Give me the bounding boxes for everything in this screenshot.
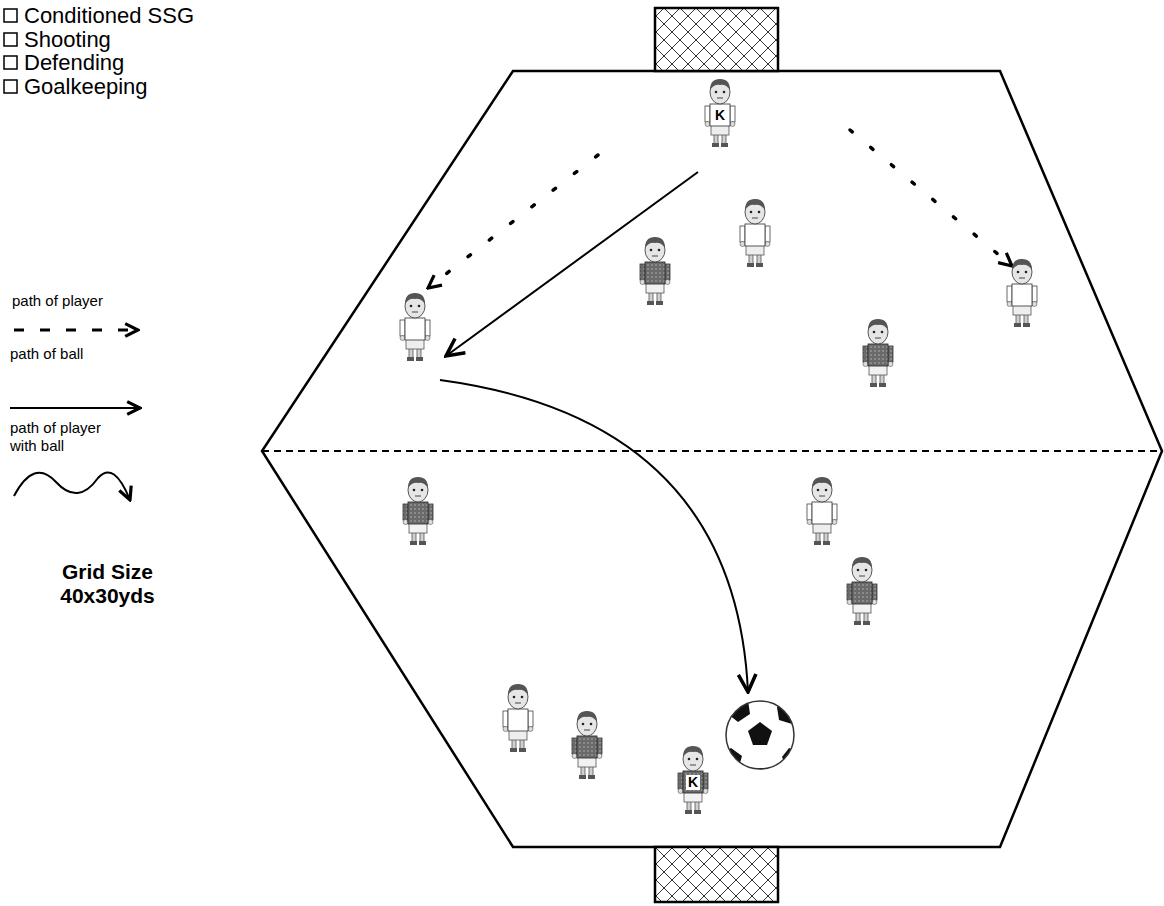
goalkeeper (678, 746, 708, 814)
drill-type: Shooting (24, 28, 111, 52)
drill-type: Goalkeeping (24, 75, 148, 99)
legend-ball-path-sample (10, 407, 140, 409)
legend-label: path of ball (10, 345, 83, 363)
legend-label: path of player (12, 292, 103, 310)
halfway-line (262, 450, 1162, 452)
grid-size: Grid Size 40x30yds (45, 560, 170, 608)
ball-path (446, 172, 698, 356)
dark-player (847, 557, 877, 625)
drill-type: Defending (24, 51, 124, 75)
checkbox (4, 80, 17, 93)
checkbox (4, 56, 17, 69)
white-player (503, 684, 533, 752)
dark-player (572, 711, 602, 779)
ball-path (440, 380, 748, 692)
legend-player-path-sample (14, 329, 138, 332)
keeper-letter: K (713, 108, 727, 123)
goal (655, 8, 778, 71)
legend-label: path of player with ball (10, 419, 128, 455)
dark-player (403, 477, 433, 545)
legend-dribble-path-sample (14, 472, 130, 500)
checkbox (4, 33, 17, 46)
white-player (807, 477, 837, 545)
player-run (428, 155, 598, 288)
keeper-letter: K (686, 775, 700, 790)
white-player (400, 293, 430, 361)
player-run (850, 130, 1012, 266)
white-player (1007, 259, 1037, 327)
football (720, 700, 802, 780)
dark-player (863, 319, 893, 387)
dark-player (640, 237, 670, 305)
goal (655, 847, 778, 902)
goalkeeper (705, 79, 735, 147)
drill-type: Conditioned SSG (24, 4, 194, 28)
checkbox (4, 9, 17, 22)
hexagon-pitch (262, 71, 1162, 847)
checkbox-list (4, 9, 17, 93)
white-player (740, 199, 770, 267)
